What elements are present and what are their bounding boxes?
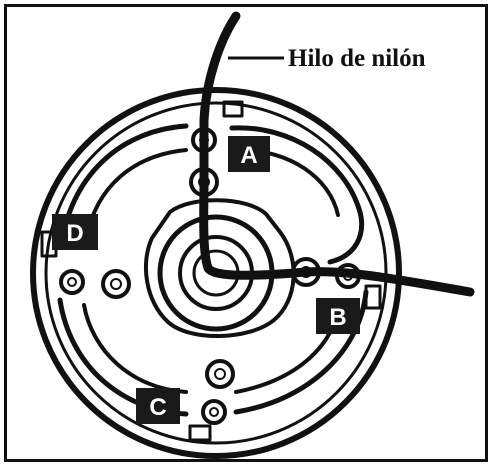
eyelet-d-right xyxy=(103,271,129,297)
label-d: D xyxy=(66,220,83,247)
label-c: C xyxy=(149,394,166,421)
center-hub xyxy=(146,200,294,336)
eyelet-c-lower xyxy=(203,401,225,423)
label-badge-b: B xyxy=(316,298,360,334)
eyelet-c-upper xyxy=(207,361,233,387)
eyelet-d-left xyxy=(61,271,83,293)
label-b: B xyxy=(329,304,346,331)
label-a: A xyxy=(240,142,257,169)
label-badge-c: C xyxy=(136,388,180,424)
nylon-line-callout: Hilo de nilón xyxy=(288,45,426,72)
label-badge-d: D xyxy=(52,214,98,250)
label-badge-a: A xyxy=(228,136,270,172)
